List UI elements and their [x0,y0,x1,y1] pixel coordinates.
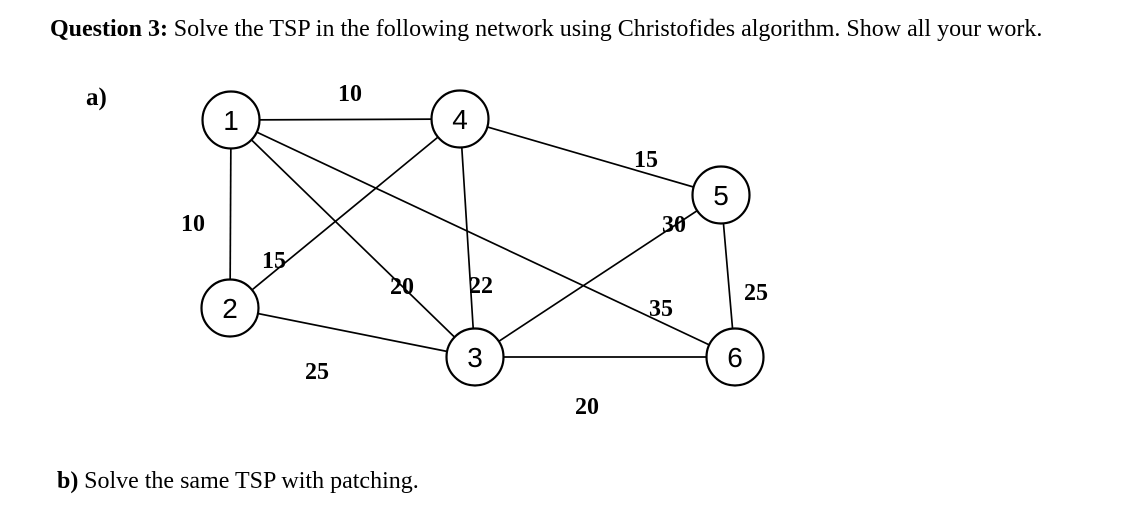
edge-weight-3-6: 20 [575,394,599,420]
edge-weight-1-2: 10 [181,211,205,237]
graph-node-5 [691,165,751,225]
part-b-text: Solve the same TSP with patching. [84,468,419,494]
node-label-6: 6 [727,342,743,373]
edge-3-5 [474,194,722,358]
node-label-1: 1 [223,105,239,136]
edge-2-4 [229,118,461,309]
graph-node-6 [705,327,765,387]
edge-2-3 [229,307,476,358]
graph-node-3 [445,327,505,387]
edge-weight-5-6: 25 [744,280,768,306]
edge-weight-1-6: 35 [649,296,673,322]
edge-1-6 [230,119,736,358]
edge-3-4 [459,118,476,358]
edge-weight-2-3: 25 [305,359,329,385]
edge-weight-3-5: 30 [662,212,686,238]
node-label-5: 5 [713,180,729,211]
edge-4-5 [459,118,722,196]
graph-node-1 [201,90,261,150]
part-b-label: b) [57,468,79,494]
edge-1-3 [230,119,476,358]
part-b: b)Solve the same TSP with patching. [57,468,419,495]
question-number: Question 3: [50,16,169,42]
node-label-2: 2 [222,293,238,324]
node-label-4: 4 [452,104,468,135]
question-title: Question 3:Solve the TSP in the followin… [50,16,1042,43]
graph-node-2 [200,278,260,338]
edge-weight-1-4: 10 [338,81,362,107]
edge-weight-3-4: 22 [469,273,493,299]
edge-weight-1-3: 20 [390,274,414,300]
part-a-label: a) [86,84,107,111]
edge-1-4 [230,118,461,121]
edge-weight-2-4: 15 [262,248,286,274]
edge-weight-4-5: 15 [634,147,658,173]
node-label-3: 3 [467,342,483,373]
edge-1-2 [229,119,232,309]
question-text: Solve the TSP in the following network u… [173,16,1043,42]
graph-node-4 [430,89,490,149]
